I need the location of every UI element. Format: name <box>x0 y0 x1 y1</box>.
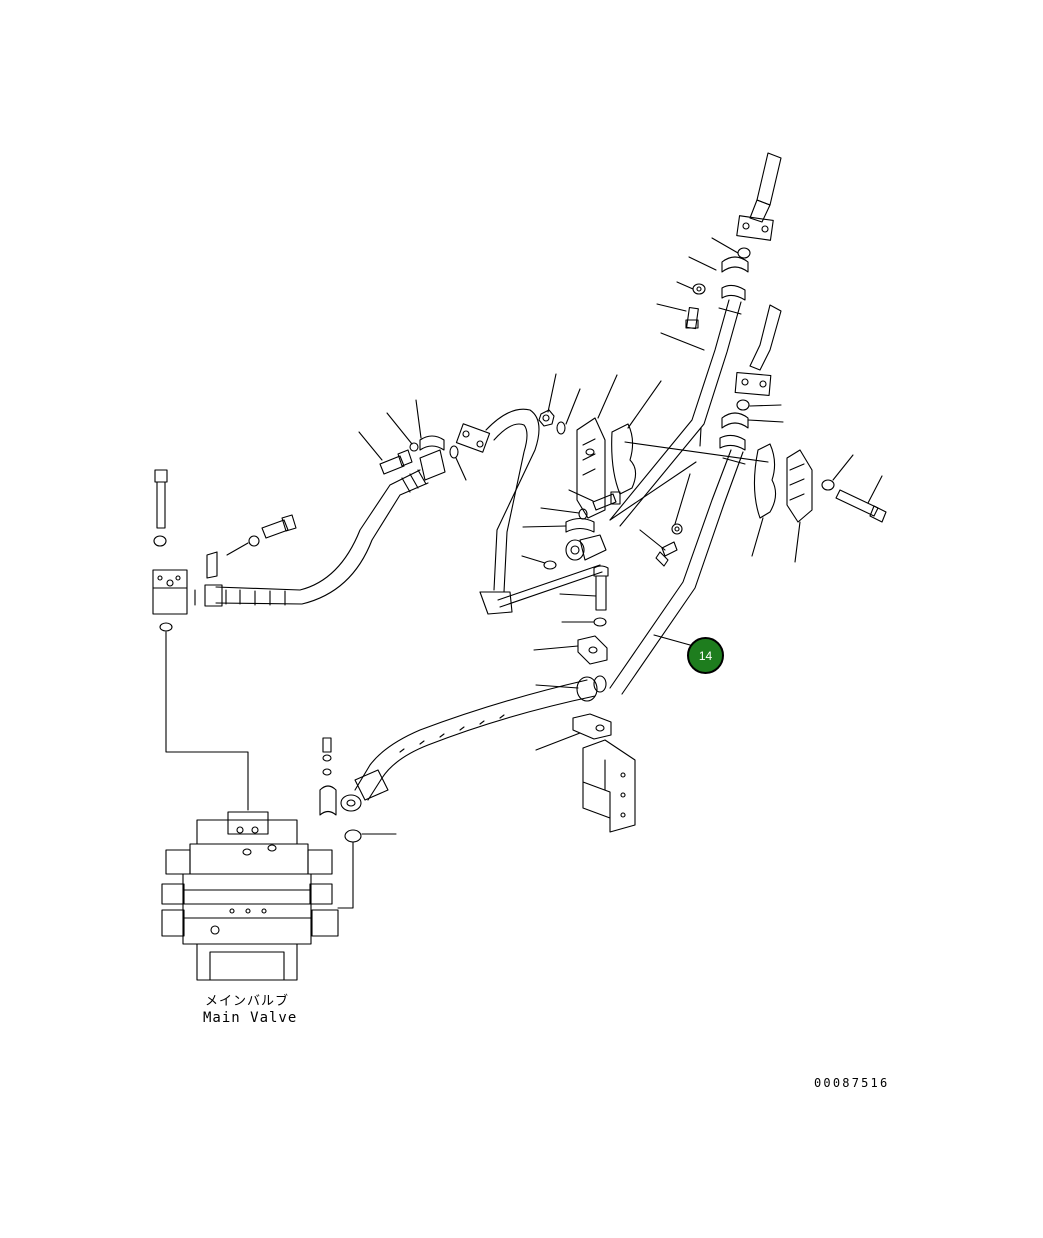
o-ring <box>737 247 751 259</box>
clamp-half-left <box>611 423 637 495</box>
bolt <box>592 491 621 511</box>
upper-right-hose-a <box>736 152 782 241</box>
long-bolt <box>835 489 887 523</box>
connection-line <box>337 841 354 909</box>
bent-tube <box>455 408 603 615</box>
o-ring <box>449 445 459 459</box>
left-hose <box>204 449 446 607</box>
leader-lines <box>226 237 883 835</box>
main-valve-label-english: Main Valve <box>203 1010 298 1026</box>
hose-clamp-upper <box>577 635 608 665</box>
o-ring <box>736 399 750 411</box>
bolt <box>655 541 678 567</box>
clamp-half-right <box>753 443 777 519</box>
steel-tube-pair <box>609 299 746 695</box>
connection-line <box>165 631 249 811</box>
main-valve <box>161 811 339 981</box>
upper-right-hose-b <box>734 304 782 396</box>
long-bolt-vertical <box>154 469 168 529</box>
mounting-block <box>152 569 188 615</box>
washer <box>671 523 683 535</box>
hose-end-fitting <box>565 534 607 561</box>
bolt <box>379 449 413 475</box>
washer <box>409 442 419 452</box>
split-flange <box>206 435 445 579</box>
bolt <box>593 565 609 611</box>
part-callout-14[interactable]: 14 <box>687 637 724 674</box>
bolt <box>322 737 332 753</box>
bolt <box>261 514 297 539</box>
washer <box>556 421 566 435</box>
split-flange <box>719 256 749 451</box>
bolt <box>685 306 699 330</box>
mounting-bracket <box>582 739 636 833</box>
hose-clamp-lower <box>572 713 612 740</box>
o-ring <box>543 560 557 570</box>
split-flange <box>565 517 595 533</box>
clamp-plate-right <box>786 449 813 523</box>
washer <box>322 768 332 776</box>
o-ring <box>159 622 173 632</box>
clamp-plate-left <box>576 417 606 519</box>
drawing-number: 00087516 <box>814 1076 890 1090</box>
washer <box>593 617 607 627</box>
washer <box>821 479 835 491</box>
o-ring <box>344 829 362 843</box>
nut <box>538 409 555 427</box>
washer <box>692 283 706 295</box>
washer <box>248 535 260 547</box>
washer <box>153 535 167 547</box>
washer <box>322 754 332 762</box>
lower-main-hose <box>340 675 607 812</box>
main-valve-label-japanese: メインバルブ <box>205 994 290 1009</box>
split-flange <box>319 785 337 816</box>
